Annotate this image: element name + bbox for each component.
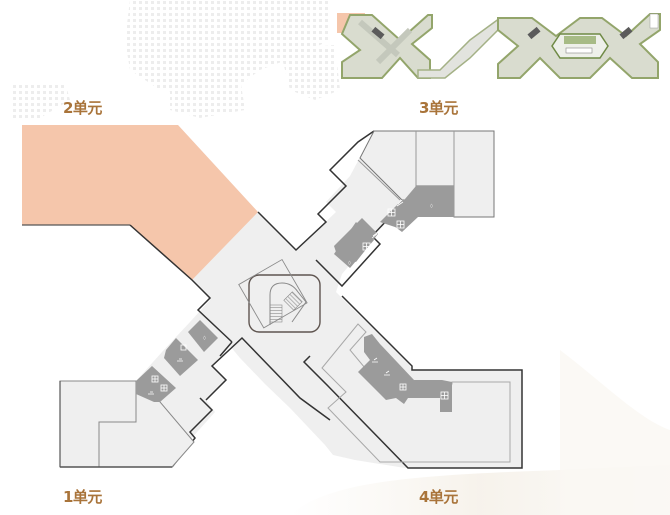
toilet-icon: ◊ <box>430 203 433 210</box>
unit4-rooms <box>321 323 511 463</box>
toilet-icon: ◊ <box>203 335 206 342</box>
stair-icon <box>177 358 183 362</box>
decorative-swoosh <box>290 350 670 515</box>
stair-icon <box>371 232 378 239</box>
unit3-label[interactable]: 3单元 <box>419 99 458 117</box>
main-floor-plan: ◊ ◊ ◊ <box>22 125 523 469</box>
toilet-icon: ◊ <box>348 260 351 267</box>
stair-icon <box>384 370 390 376</box>
unit4-label[interactable]: 4单元 <box>419 488 458 506</box>
dotted-world-map-background <box>10 0 340 118</box>
central-spiral-staircase <box>238 258 321 333</box>
unit4-cores <box>358 334 452 412</box>
elevator-icon <box>180 344 187 351</box>
site-keyplan-thumbnail <box>337 13 661 79</box>
stair-icon <box>372 357 378 363</box>
core-icons: ◊ ◊ ◊ <box>148 199 449 400</box>
stair-icon <box>148 391 154 395</box>
unit1-cores <box>136 320 218 402</box>
unit3-cores <box>334 186 454 268</box>
unit1-label[interactable]: 1单元 <box>63 488 102 506</box>
stair-icon <box>396 199 404 207</box>
unit2-highlight-area[interactable] <box>22 125 258 280</box>
unit2-label[interactable]: 2单元 <box>63 99 102 117</box>
